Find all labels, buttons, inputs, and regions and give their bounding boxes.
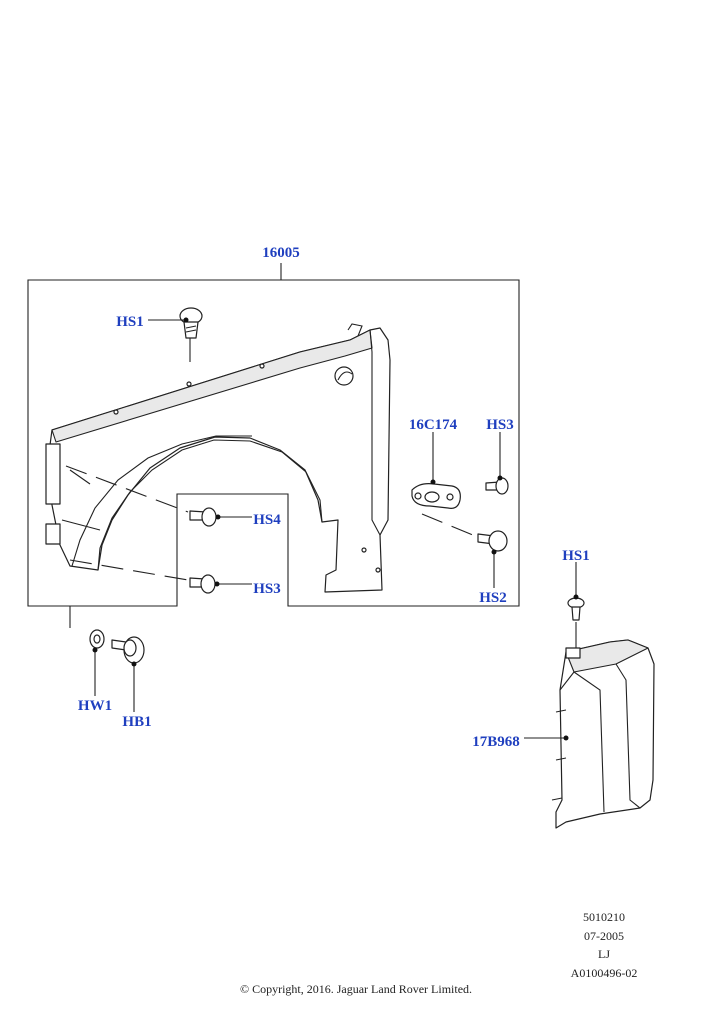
reference-line-2: 07-2005 (584, 928, 624, 943)
washer-hw1 (89, 629, 105, 649)
callout-hw1: HW1 (78, 698, 112, 714)
callout-16005: 16005 (262, 245, 300, 261)
screw-hs1-top (179, 307, 203, 339)
reference-line-1: 5010210 (583, 910, 625, 924)
copyright-notice: © Copyright, 2016. Jaguar Land Rover Lim… (239, 982, 473, 996)
screw-hs4 (189, 507, 217, 527)
callout-hs3-lower: HS3 (253, 581, 281, 597)
callout-hs1-top: HS1 (116, 314, 144, 330)
reference-line-4: A0100496-02 (570, 965, 638, 980)
assembly-frame (27, 263, 520, 607)
front-fender-panel (45, 323, 391, 593)
trim-panel-17b968 (551, 639, 655, 829)
leader-lines (92, 317, 579, 741)
callout-hs2: HS2 (479, 590, 507, 606)
callout-17b968: 17B968 (472, 734, 520, 750)
bracket-16c174 (411, 483, 461, 509)
reference-line-3: LJ (598, 947, 610, 961)
screw-hs2 (477, 530, 508, 552)
screw-hs3-lower (189, 574, 216, 594)
screw-hs1-right (567, 597, 585, 621)
callout-16c174: 16C174 (409, 417, 458, 433)
reference-block: 5010210 07-2005 LJ A0100496-02 (544, 908, 664, 982)
screw-hs3-upper (485, 477, 509, 495)
callout-hs4: HS4 (253, 512, 281, 528)
assembly-paths (65, 338, 577, 648)
callout-hs1-right: HS1 (562, 548, 590, 564)
bolt-hb1 (111, 636, 145, 664)
callout-hb1: HB1 (122, 714, 151, 730)
callout-hs3-upper: HS3 (486, 417, 514, 433)
